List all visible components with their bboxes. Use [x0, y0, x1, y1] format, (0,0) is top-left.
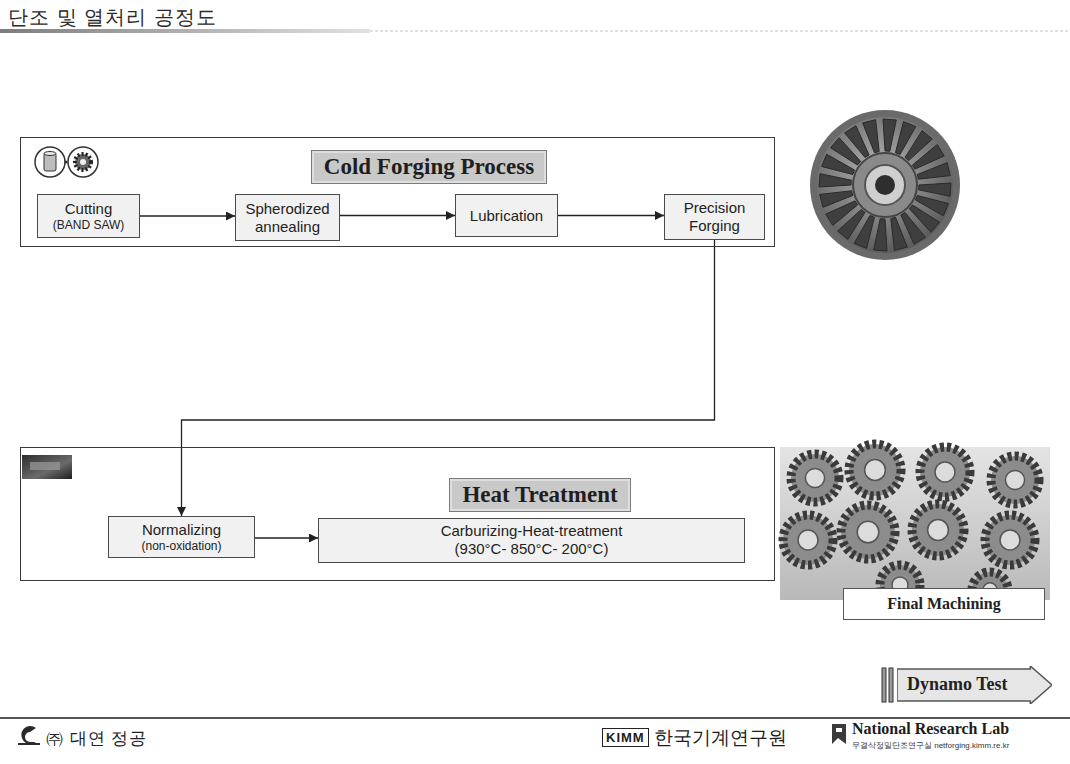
- panel-heading: Cold Forging Process: [311, 150, 547, 184]
- node-text: Normalizing: [142, 521, 221, 539]
- gear-icon-symbol: [75, 154, 91, 170]
- arrow-outline: [897, 666, 1052, 704]
- header-bar: [0, 29, 370, 33]
- page-title: 단조 및 열처리 공정도: [8, 4, 217, 31]
- photo-gear-hub: [805, 468, 824, 487]
- node-text: Dynamo Test: [907, 674, 1008, 696]
- company-logo-line: [18, 743, 40, 745]
- dynamo-bar: [882, 668, 886, 702]
- gear-illustration: [810, 110, 960, 260]
- gear-tooth: [883, 119, 896, 151]
- lab-logo: [832, 724, 846, 744]
- node-text: Cutting: [65, 200, 113, 218]
- photo-gear-hub: [928, 520, 949, 541]
- gear-tooth: [863, 120, 880, 153]
- company-logo: [21, 726, 36, 744]
- photo-gear: [791, 454, 839, 502]
- node-subtext: (930°C- 850°C- 200°C): [455, 540, 609, 559]
- furnace-detail: [30, 462, 60, 470]
- billet-icon: [35, 147, 65, 177]
- node-text: Final Machining: [887, 594, 1000, 613]
- photo-gear: [912, 504, 964, 556]
- node-subtext: (non-oxidation): [141, 539, 221, 554]
- flow-arrow: [255, 537, 318, 538]
- gear-hub-face: [865, 165, 905, 205]
- photo-gear: [985, 515, 1035, 565]
- photo-gear-hub: [1000, 530, 1020, 550]
- lab-name: National Research Lab: [852, 720, 1009, 738]
- process-box: Precision Forging: [664, 194, 765, 240]
- gear-rim: [810, 110, 960, 260]
- gear-tooth: [874, 219, 887, 251]
- process-box: Normalizing(non-oxidation): [108, 516, 255, 558]
- billet-top: [44, 152, 56, 156]
- photo-gear-hub: [865, 460, 886, 481]
- node-text: Carburizing-Heat-treatment: [441, 522, 623, 540]
- gear-hub: [853, 153, 917, 217]
- lab-address: 무결삭정밀단조연구실 netforging.kimm.re.kr: [852, 740, 1009, 751]
- panel-heading: Heat Treatment: [449, 478, 630, 512]
- process-box: Carburizing-Heat-treatment(930°C- 850°C-…: [318, 518, 745, 563]
- process-panel: Heat TreatmentNormalizing(non-oxidation)…: [20, 447, 775, 581]
- gears-photo-items: [783, 444, 1039, 608]
- process-box: Spherodized annealing: [235, 194, 340, 241]
- photo-gear: [991, 456, 1039, 504]
- institute-name: 한국기계연구원: [654, 725, 787, 751]
- gear-tooth: [917, 163, 950, 180]
- header-rule: [370, 31, 1070, 32]
- flow-arrow: [558, 215, 664, 216]
- photo-gear-hub: [1005, 470, 1024, 489]
- stage-arrow: Dynamo Test: [897, 666, 1052, 704]
- gear-tooth: [891, 217, 908, 250]
- process-box: Lubrication: [455, 194, 558, 237]
- photo-gear: [783, 515, 833, 565]
- gear-icon: [68, 147, 98, 177]
- lab-logo-detail: [836, 728, 842, 732]
- icon-dot: [64, 160, 67, 163]
- process-panel: Cold Forging ProcessCutting(BAND SAW) Sph…: [20, 137, 775, 247]
- stage-label: Final Machining: [843, 588, 1045, 620]
- node-text: Spherodized annealing: [242, 200, 333, 236]
- node-text: Lubrication: [470, 207, 543, 225]
- dynamo-bar: [889, 668, 893, 702]
- gear-tooth: [819, 174, 851, 187]
- gear-tooth: [919, 183, 951, 196]
- node-text: Precision Forging: [671, 199, 758, 235]
- gear-tooth: [820, 191, 853, 208]
- gear-bore: [875, 175, 895, 195]
- photo-gear: [841, 505, 895, 559]
- node-subtext: (BAND SAW): [53, 218, 125, 233]
- gear-icon-hole: [80, 159, 86, 165]
- photo-gear-hub: [857, 521, 879, 543]
- footer-rule: [0, 717, 1070, 719]
- furnace-photo: [22, 455, 72, 479]
- gear-face: [817, 117, 953, 253]
- flow-arrow: [340, 215, 455, 216]
- photo-gear: [849, 444, 901, 496]
- photo-gear: [920, 447, 970, 497]
- photo-gear-hub: [935, 462, 955, 482]
- photo-gear-hub: [798, 530, 818, 550]
- flow-arrow: [140, 215, 235, 216]
- process-box: Cutting(BAND SAW): [37, 194, 140, 238]
- company-name: ㈜ 대연 정공: [46, 727, 147, 750]
- institute-logo: KIMM: [602, 728, 649, 747]
- flow-arrow: [182, 240, 715, 516]
